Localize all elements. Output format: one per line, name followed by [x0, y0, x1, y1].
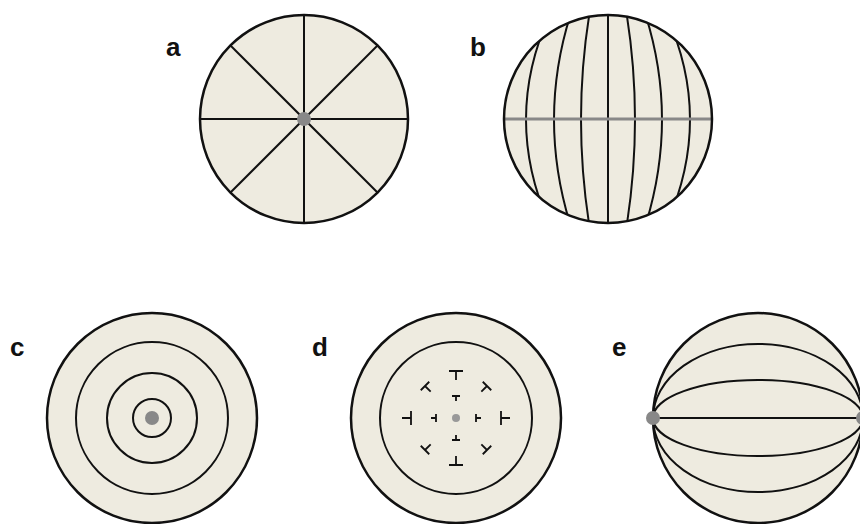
panel-letter: d: [312, 334, 328, 360]
boojum-pattern: [646, 313, 860, 523]
concentric-pattern: [47, 313, 257, 523]
radial-pattern: [200, 15, 408, 223]
panel-letter: e: [612, 334, 626, 360]
line-defect-pattern: [500, 10, 716, 230]
panel-letter: c: [10, 334, 24, 360]
panel-letter: b: [470, 34, 486, 60]
dislocation-pattern: [351, 313, 561, 523]
panel-letter: a: [166, 34, 180, 60]
